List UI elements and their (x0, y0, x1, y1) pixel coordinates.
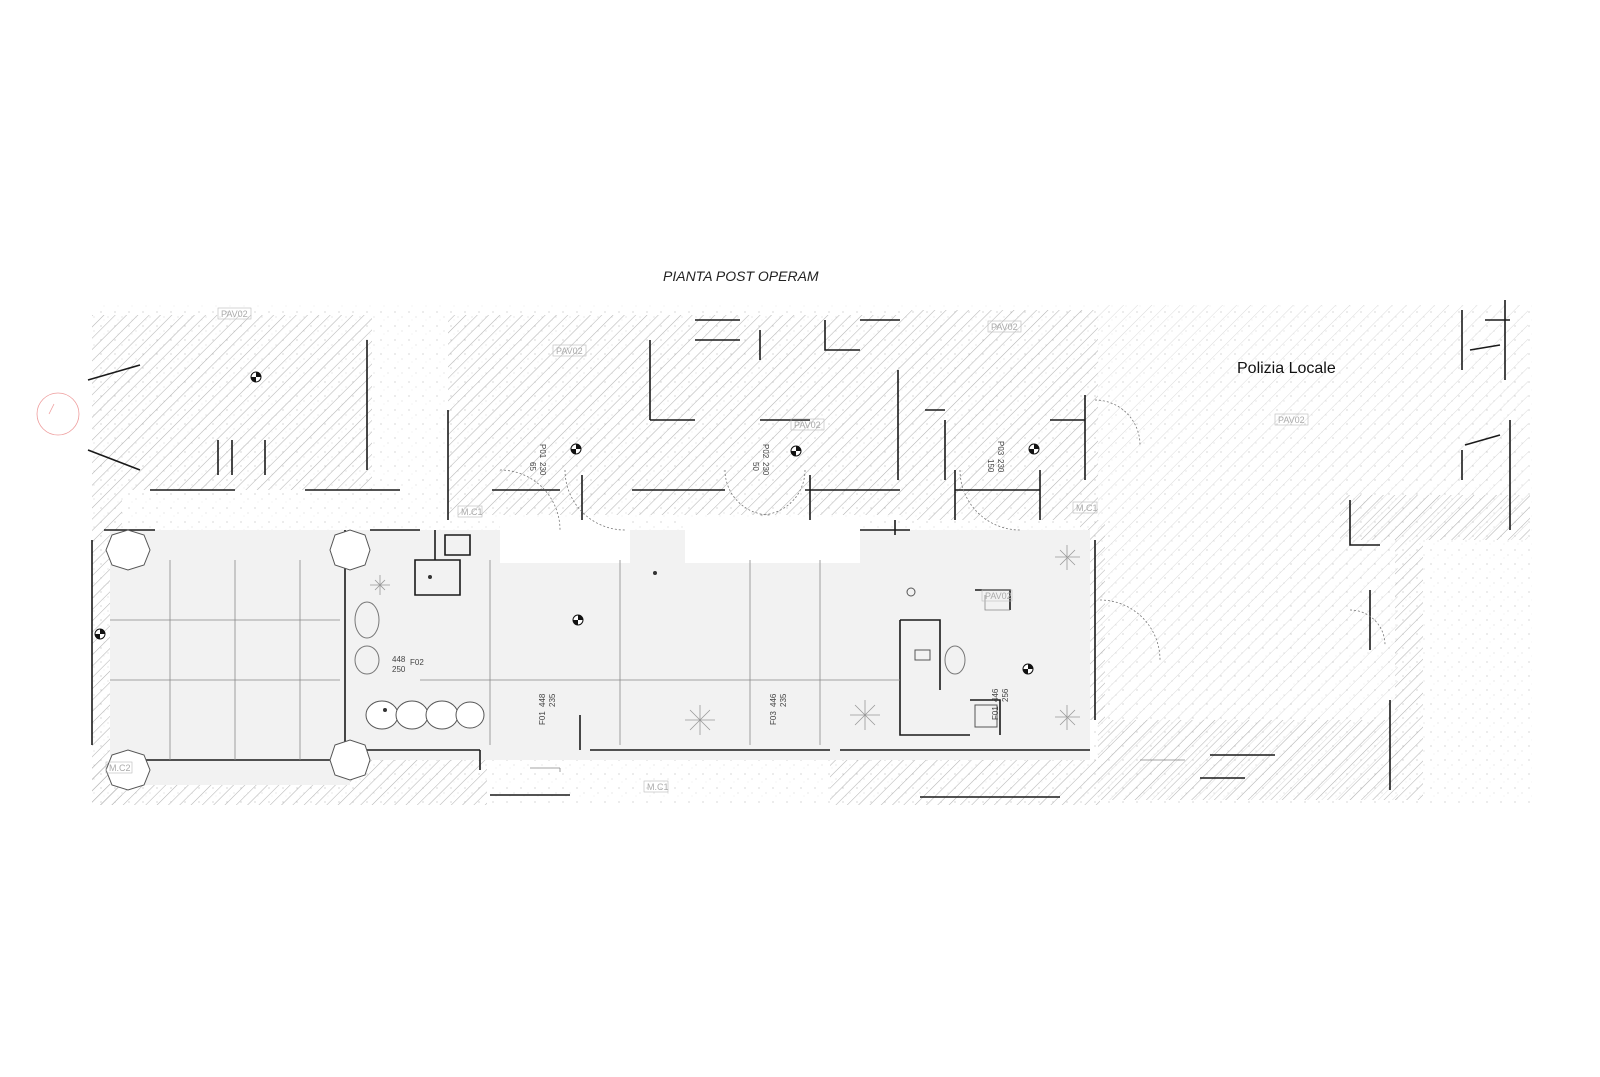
window-tag-f01: F01 448 235 (538, 693, 557, 725)
walls (87, 300, 1511, 798)
svg-text:P01: P01 (538, 444, 547, 459)
tag-mc2: M.C2 (109, 763, 131, 773)
tag-pav02: PAV02 (221, 309, 248, 319)
tag-pav02: PAV02 (985, 591, 1012, 601)
svg-text:P03: P03 (996, 441, 1005, 456)
svg-text:F03: F03 (769, 711, 778, 725)
svg-text:446: 446 (991, 688, 1000, 702)
door-tag-p01: P01 230 65 (528, 444, 547, 476)
plant-symbols (370, 545, 1080, 735)
svg-text:50: 50 (751, 462, 760, 471)
window-tag-f02: F02 448 250 (392, 655, 424, 674)
svg-text:F02: F02 (410, 658, 424, 667)
svg-text:235: 235 (779, 693, 788, 707)
svg-text:F01: F01 (991, 706, 1000, 720)
svg-text:P02: P02 (761, 444, 770, 459)
tag-mc1: M.C1 (1076, 503, 1098, 513)
floor-finish-tags: PAV02 PAV02 PAV02 PAV02 PAV02 PAV02 M.C1… (105, 307, 1309, 793)
window-tag-f03: F03 446 235 (769, 693, 788, 725)
door-swings (499, 399, 1386, 661)
room-fill-areas (110, 518, 1090, 785)
svg-text:F01: F01 (538, 711, 547, 725)
level-markers (94, 371, 1040, 675)
tag-pav02: PAV02 (1278, 415, 1305, 425)
svg-text:230: 230 (538, 462, 547, 476)
interior-lines (110, 560, 1185, 772)
drawing-title: PIANTA POST OPERAM (663, 268, 819, 284)
column-octagons (105, 529, 371, 791)
north-arrow-icon (36, 392, 80, 436)
room-label-polizia-locale: Polizia Locale (1237, 360, 1336, 377)
svg-text:250: 250 (392, 665, 406, 674)
tag-mc1: M.C1 (461, 507, 483, 517)
door-tag-p02: P02 230 50 (751, 444, 770, 476)
tag-pav02: PAV02 (991, 322, 1018, 332)
svg-text:448: 448 (538, 693, 547, 707)
door-tag-p03: P03 230 150 (986, 441, 1005, 473)
svg-text:256: 256 (1001, 688, 1010, 702)
svg-text:150: 150 (986, 459, 995, 473)
svg-text:448: 448 (392, 655, 406, 664)
tag-pav02: PAV02 (556, 346, 583, 356)
door-tags: P01 230 65 P02 230 50 P03 230 150 (528, 441, 1005, 476)
svg-text:230: 230 (761, 462, 770, 476)
svg-text:230: 230 (996, 459, 1005, 473)
tag-mc1: M.C1 (647, 782, 669, 792)
svg-text:446: 446 (769, 693, 778, 707)
window-tags: F01 448 235 F02 448 250 F03 446 235 F01 … (392, 655, 1010, 725)
fixtures (354, 571, 998, 730)
svg-text:65: 65 (528, 462, 537, 471)
tag-pav02: PAV02 (794, 420, 821, 430)
window-tag-f04: F01 446 256 (991, 688, 1010, 720)
svg-text:235: 235 (548, 693, 557, 707)
